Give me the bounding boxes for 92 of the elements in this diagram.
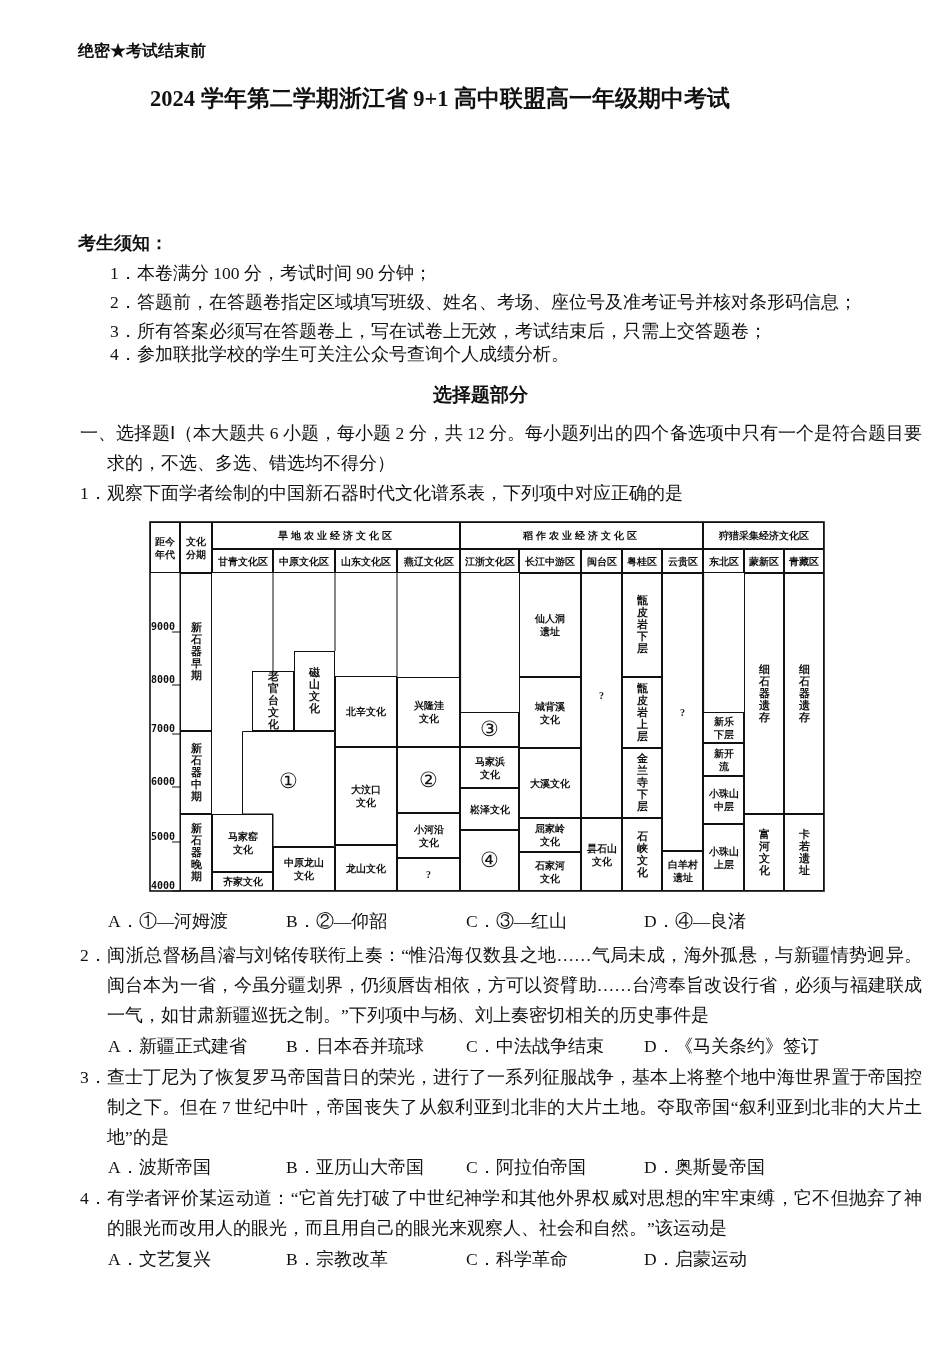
answer-option: B．宗教改革 bbox=[286, 1244, 456, 1274]
table-cell: 细石器遗存 bbox=[784, 573, 824, 814]
table-cell: 新石器中期 bbox=[180, 731, 212, 814]
numbered-cell: ② bbox=[397, 747, 460, 813]
table-header-cell: 甘青文化区 bbox=[212, 549, 273, 573]
table-cell: 城背溪文化 bbox=[519, 677, 581, 748]
table-cell: 齐家文化 bbox=[212, 872, 273, 891]
answer-option: C．科学革命 bbox=[466, 1244, 636, 1274]
notice-heading: 考生须知： bbox=[78, 232, 169, 255]
table-cell: 石峡文化 bbox=[622, 818, 662, 891]
table-cell: 大汶口文化 bbox=[335, 747, 397, 845]
question-text: 1．观察下面学者绘制的中国新石器时代文化谱系表，下列项中对应正确的是 bbox=[80, 482, 684, 505]
table-cell: 北辛文化 bbox=[335, 676, 397, 747]
table-cell: ? bbox=[662, 573, 703, 851]
table-cell: 马家窑文化 bbox=[212, 814, 273, 872]
table-cell: 屈家岭文化 bbox=[519, 818, 581, 852]
table-cell: 新乐下层 bbox=[703, 712, 744, 743]
answer-option: C．中法战争结束 bbox=[466, 1031, 636, 1061]
table-cell: 中原龙山文化 bbox=[273, 847, 335, 891]
notice-item: 3．所有答案必须写在答题卷上，写在试卷上无效，考试结束后，只需上交答题卷； bbox=[110, 320, 768, 343]
confidential-note: 绝密★考试结束前 bbox=[78, 41, 207, 61]
question-text: 3．查士丁尼为了恢复罗马帝国昔日的荣光，进行了一系列征服战争，基本上将整个地中海世界置于帝国控制之下。但在 7 世纪中叶，帝国丧失了从叙利亚到北非的大片土地。夺取帝国“叙利亚到北非的大片土地”的是 bbox=[80, 1066, 922, 1149]
table-header-cell: 山东文化区 bbox=[335, 549, 397, 573]
table-header-cell: 粤桂区 bbox=[622, 549, 662, 573]
table-header-cell: 狩猎采集经济文化区 bbox=[703, 522, 824, 549]
table-header-cell: 云贵区 bbox=[662, 549, 703, 573]
table-header-cell: 稻作农业经济文化区 bbox=[460, 522, 703, 549]
answer-option: A．新疆正式建省 bbox=[108, 1031, 278, 1061]
table-cell: ? bbox=[397, 858, 460, 891]
answer-option: D．奥斯曼帝国 bbox=[644, 1152, 814, 1182]
table-cell: 白羊村遗址 bbox=[662, 851, 703, 891]
answer-option: D．④—良渚 bbox=[644, 906, 814, 936]
table-header-cell: 文化分期 bbox=[180, 522, 212, 573]
table-cell: 龙山文化 bbox=[335, 845, 397, 891]
answer-option: A．①—河姆渡 bbox=[108, 906, 278, 936]
year-tick-label: 6000 bbox=[151, 776, 175, 788]
year-tick-label: 7000 bbox=[151, 723, 175, 735]
table-cell: 富河文化 bbox=[744, 814, 784, 891]
table-header-cell: 长江中游区 bbox=[519, 549, 581, 573]
table-cell: 金兰寺下层 bbox=[622, 748, 662, 818]
table-cell: 仙人洞遗址 bbox=[519, 573, 581, 677]
table-cell: 新开流 bbox=[703, 743, 744, 776]
table-cell: 磁山文化 bbox=[294, 651, 335, 731]
table-header-cell: 蒙新区 bbox=[744, 549, 784, 573]
table-cell: 崧泽文化 bbox=[460, 788, 519, 830]
year-tick-label: 5000 bbox=[151, 831, 175, 843]
year-tick-label: 9000 bbox=[151, 621, 175, 633]
table-cell: ? bbox=[581, 573, 622, 818]
answer-option: D．启蒙运动 bbox=[644, 1244, 814, 1274]
table-header-cell: 东北区 bbox=[703, 549, 744, 573]
section-instruction: 一、选择题Ⅰ（本大题共 6 小题，每小题 2 分，共 12 分。每小题列出的四个备选项中只有一个是符合题目要求的，不选、多选、错选均不得分） bbox=[80, 422, 922, 475]
question-text: 2．闽浙总督杨昌濬与刘铭传联衔上奏：“惟沿海仅数县之地……气局未成，海外孤悬，与新疆情势迥异。闽台本为一省，今虽分疆划界，仍须唇齿相依，方可以资臂助……台湾奉旨改设行省，必须与福建联成一气，如甘肃新疆巡抚之制。”下列项中与杨、刘上奏密切相关的历史事件是 bbox=[80, 944, 922, 1027]
table-cell: 大溪文化 bbox=[519, 748, 581, 818]
table-cell: 新石器晚期 bbox=[180, 814, 212, 891]
table-cell: 马家浜文化 bbox=[460, 747, 519, 788]
answer-option: D．《马关条约》签订 bbox=[644, 1031, 844, 1061]
year-tick-label: 8000 bbox=[151, 674, 175, 686]
notice-item: 4．参加联批学校的学生可关注公众号查询个人成绩分析。 bbox=[110, 343, 570, 366]
table-cell: 细石器遗存 bbox=[744, 573, 784, 814]
table-cell: 甑皮岩下层 bbox=[622, 573, 662, 677]
answer-option: A．文艺复兴 bbox=[108, 1244, 278, 1274]
section-heading: 选择题部分 bbox=[431, 383, 529, 407]
table-cell: 甑皮岩上层 bbox=[622, 677, 662, 748]
table-cell: 兴隆洼文化 bbox=[397, 677, 460, 747]
answer-option: C．阿拉伯帝国 bbox=[466, 1152, 636, 1182]
table-cell: 老官台文化 bbox=[252, 671, 294, 731]
answer-option: B．②—仰韶 bbox=[286, 906, 456, 936]
table-header-cell: 青藏区 bbox=[784, 549, 824, 573]
answer-option: A．波斯帝国 bbox=[108, 1152, 278, 1182]
table-cell: 小河沿文化 bbox=[397, 813, 460, 858]
question-text: 4．有学者评价某运动道：“它首先打破了中世纪神学和其他外界权威对思想的牢牢束缚，它不但抛弃了神的眼光而改用人的眼光，而且用自己的眼光来观察人、社会和自然。”该运动是 bbox=[80, 1187, 922, 1240]
notice-item: 1．本卷满分 100 分，考试时间 90 分钟； bbox=[110, 262, 433, 285]
table-cell: 昙石山文化 bbox=[581, 818, 622, 891]
table-header-cell: 燕辽文化区 bbox=[397, 549, 460, 573]
table-cell: 小珠山上层 bbox=[703, 824, 744, 891]
table-header-cell: 江浙文化区 bbox=[460, 549, 519, 573]
answer-option: B．亚历山大帝国 bbox=[286, 1152, 456, 1182]
numbered-cell: ③ bbox=[460, 712, 519, 747]
table-cell: 石家河文化 bbox=[519, 852, 581, 891]
year-tick-label: 4000 bbox=[151, 880, 175, 892]
table-header-cell: 距今年代 bbox=[150, 522, 180, 573]
table-cell: 小珠山中层 bbox=[703, 776, 744, 824]
table-header-cell: 中原文化区 bbox=[273, 549, 335, 573]
answer-option: C．③—红山 bbox=[466, 906, 636, 936]
table-cell: 卡若遗址 bbox=[784, 814, 824, 891]
answer-option: B．日本吞并琉球 bbox=[286, 1031, 456, 1061]
exam-title: 2024 学年第二学期浙江省 9+1 高中联盟高一年级期中考试 bbox=[148, 85, 732, 113]
table-header-cell: 旱地农业经济文化区 bbox=[212, 522, 460, 549]
table-header-cell: 闽台区 bbox=[581, 549, 622, 573]
notice-item: 2．答题前，在答题卷指定区域填写班级、姓名、考场、座位号及准考证号并核对条形码信息； bbox=[110, 291, 858, 314]
numbered-cell: ④ bbox=[460, 830, 519, 891]
table-cell: 新石器早期 bbox=[180, 573, 212, 731]
